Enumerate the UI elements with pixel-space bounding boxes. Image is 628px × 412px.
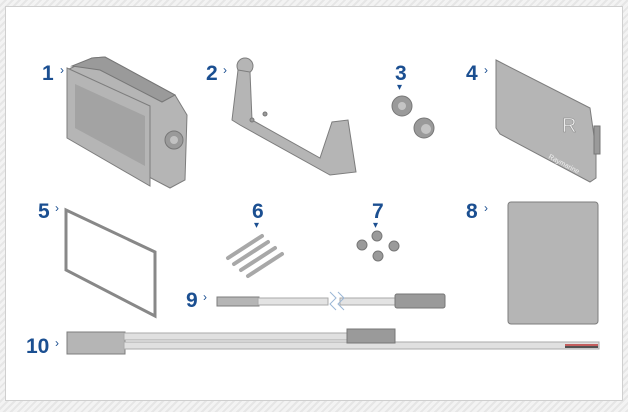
network-cable [216,291,446,311]
cover-r-logo: R [562,115,576,137]
power-data-cable [66,328,600,355]
sun-cover: R Raymarine [495,59,601,183]
pointer-arrow-icon: › [203,290,207,304]
item-label-9: 9 [186,289,198,312]
mounting-nuts [356,230,400,262]
item-label-4: 4 [466,62,478,85]
item-label-8: 8 [466,200,478,223]
trunnion-bracket [231,57,357,176]
pointer-down-icon: ▾ [397,82,402,93]
pointer-arrow-icon: › [60,63,64,77]
pointer-arrow-icon: › [223,63,227,77]
display-unit [66,56,188,189]
item-label-7: 7 [372,200,384,223]
pointer-arrow-icon: › [55,336,59,350]
pointer-arrow-icon: › [484,63,488,77]
item-label-1: 1 [42,62,54,85]
item-label-2: 2 [206,62,218,85]
item-label-3: 3 [395,62,407,85]
panel-gasket [64,207,157,319]
pointer-arrow-icon: › [55,201,59,215]
pointer-arrow-icon: › [484,201,488,215]
pointer-down-icon: ▾ [254,220,259,231]
item-label-5: 5 [38,200,50,223]
item-label-6: 6 [252,200,264,223]
item-label-10: 10 [26,335,49,358]
documentation [507,201,599,325]
bezel-clips [226,234,284,278]
pointer-down-icon: ▾ [373,220,378,231]
bracket-knobs [391,95,435,139]
